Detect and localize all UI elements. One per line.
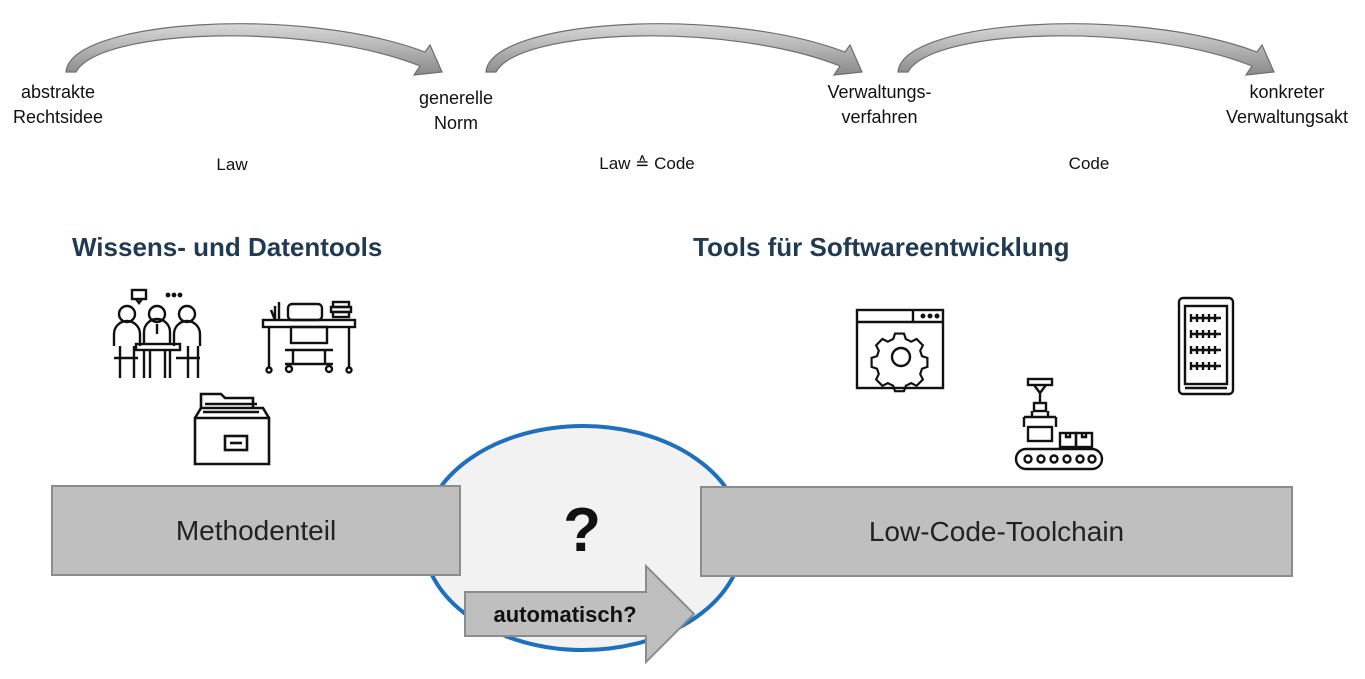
stage-generelle-norm: generelle Norm bbox=[400, 86, 512, 136]
phase-law: Law bbox=[216, 155, 248, 174]
curved-arrow-2 bbox=[485, 23, 863, 76]
settings-window-icon bbox=[855, 308, 945, 393]
stage-label-text: konkreter Verwaltungsakt bbox=[1225, 82, 1349, 127]
server-rack-icon bbox=[1177, 296, 1235, 396]
stage-label-text: Verwaltungs- verfahren bbox=[827, 82, 932, 127]
curved-arrow-1 bbox=[65, 23, 443, 76]
stage-label-text: generelle Norm bbox=[418, 88, 494, 133]
stage-konkreter-verwaltungsakt: konkreter Verwaltungsakt bbox=[1213, 80, 1361, 130]
stage-label-text: abstrakte Rechtsidee bbox=[12, 82, 104, 127]
question-mark: ? bbox=[563, 496, 601, 565]
curved-arrows bbox=[65, 23, 1275, 76]
conveyor-robot-icon bbox=[1014, 377, 1104, 471]
box-low-code-toolchain-label: Low-Code-Toolchain bbox=[868, 515, 1125, 547]
box-methodenteil: Methodenteil bbox=[51, 485, 461, 576]
phase-code: Code bbox=[1068, 154, 1110, 173]
curved-arrow-3 bbox=[897, 23, 1275, 76]
box-low-code-toolchain: Low-Code-Toolchain bbox=[700, 486, 1293, 577]
meeting-icon bbox=[112, 288, 202, 378]
automatisch-arrow bbox=[464, 563, 696, 665]
section-title-right: Tools für Softwareentwicklung bbox=[693, 232, 1070, 262]
desk-icon bbox=[261, 300, 357, 374]
section-title-left: Wissens- und Datentools bbox=[72, 232, 383, 262]
phase-law-code: Law ≙ Code bbox=[599, 154, 695, 173]
automatisch-label: automatisch? bbox=[493, 602, 637, 627]
stage-abstrakte-rechtsidee: abstrakte Rechtsidee bbox=[2, 80, 114, 130]
file-cabinet-icon bbox=[193, 392, 271, 466]
box-methodenteil-label: Methodenteil bbox=[175, 514, 337, 546]
stage-verwaltungsverfahren: Verwaltungs- verfahren bbox=[812, 80, 947, 130]
